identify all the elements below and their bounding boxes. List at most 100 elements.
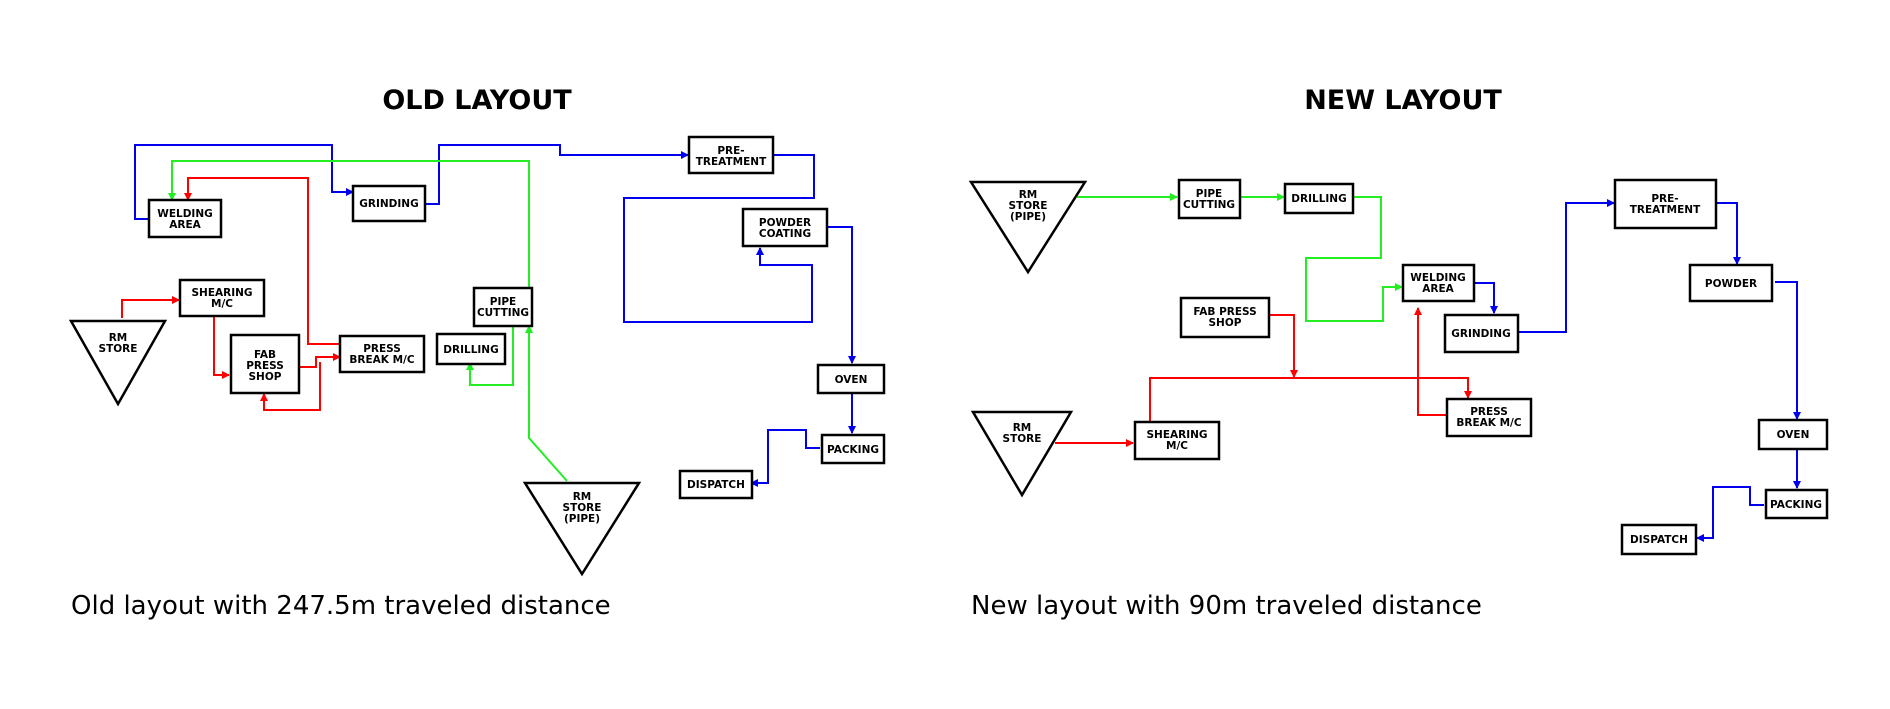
new-node-pretreatment — [1613, 178, 1718, 230]
old-label-dispatch: DISPATCH — [687, 479, 745, 491]
new-label-rmstore-l1: RM — [1013, 422, 1032, 434]
old-flow-welding-to-grinding — [134, 144, 354, 220]
old-label-oven: OVEN — [835, 374, 868, 386]
old-node-dispatch — [678, 469, 754, 500]
new-node-rm-store — [970, 410, 1074, 498]
new-label-rmpipe-l3: (PIPE) — [1010, 211, 1046, 223]
new-node-pipe-cutting — [1177, 178, 1242, 220]
old-node-rm-store-pipe — [522, 481, 642, 577]
old-flow-pressbreak-to-welding — [184, 177, 340, 345]
new-label-pressbreak-l1: PRESS — [1470, 406, 1508, 418]
new-flow-welding-to-grinding — [1474, 282, 1498, 314]
new-label-fabpress-l2: SHOP — [1209, 317, 1242, 329]
old-label-powder-l2: COATING — [759, 228, 811, 240]
new-flow-pressbreak-to-welding — [1414, 307, 1446, 416]
old-label-rmstore-l1: RM — [109, 332, 128, 344]
new-layout: NEW LAYOUT RM STORE (PIPE) P — [968, 85, 1829, 621]
old-label-rmpipe-l1: RM — [573, 491, 592, 503]
new-node-grinding — [1443, 313, 1520, 354]
new-label-oven: OVEN — [1777, 429, 1810, 441]
old-node-grinding — [351, 184, 427, 223]
new-node-powder — [1688, 263, 1774, 303]
new-label-rmpipe-l2: STORE — [1009, 200, 1048, 212]
new-label-grinding: GRINDING — [1451, 328, 1510, 340]
old-node-press-break-mc — [338, 334, 426, 374]
old-label-pretreatment-l1: PRE- — [717, 145, 744, 157]
new-label-pipecutting-l1: PIPE — [1196, 188, 1222, 200]
old-flow-rmstore-to-shearing — [121, 296, 180, 318]
new-node-rm-store-pipe — [968, 180, 1088, 275]
new-node-fab-press-shop — [1179, 296, 1271, 339]
old-label-rmpipe-l2: STORE — [563, 502, 602, 514]
new-flow-fabpress-to-trunk — [1269, 314, 1298, 378]
old-node-drilling — [435, 332, 507, 366]
new-node-press-break-mc — [1445, 397, 1533, 438]
old-label-pressbreak-l1: PRESS — [363, 343, 401, 355]
new-flow-shearing-to-pressbreak — [1149, 377, 1472, 422]
old-label-shearing-l2: M/C — [211, 298, 233, 310]
new-green-flows — [1077, 193, 1403, 322]
old-label-powder-l1: POWDER — [759, 217, 811, 229]
old-label-drilling: DRILLING — [443, 344, 498, 356]
old-label-fabpress-l1: FAB — [254, 349, 276, 361]
new-label-pretreatment-l1: PRE- — [1651, 193, 1678, 205]
old-red-flows — [121, 177, 341, 411]
old-node-packing — [820, 433, 886, 465]
old-label-welding-l2: AREA — [169, 219, 201, 231]
old-flow-grinding-to-pretreatment — [425, 144, 689, 205]
new-label-welding-l1: WELDING — [1410, 272, 1465, 284]
new-flow-grinding-to-pretreatment — [1518, 199, 1615, 333]
old-label-welding-l1: WELDING — [157, 208, 212, 220]
old-layout-title: OLD LAYOUT — [382, 85, 572, 116]
old-label-fabpress-l3: SHOP — [249, 371, 282, 383]
old-node-welding-area — [147, 198, 223, 239]
new-label-powder: POWDER — [1705, 278, 1757, 290]
old-flow-pipecutting-to-welding — [168, 160, 530, 288]
old-blue-flows — [134, 144, 856, 487]
old-node-powder-coating — [741, 207, 829, 248]
old-label-pipecutting-l2: CUTTING — [477, 307, 529, 319]
old-flow-fabpress-to-pressbreak — [297, 353, 341, 368]
old-node-fab-press-shop — [229, 333, 301, 395]
old-flow-pretreatment-to-powder — [623, 154, 815, 323]
new-layout-title: NEW LAYOUT — [1304, 85, 1502, 116]
old-flow-rmpipe-to-pipecutting — [525, 325, 568, 482]
old-label-pretreatment-l2: TREATMENT — [696, 156, 767, 168]
old-flow-packing-to-dispatch — [750, 429, 820, 487]
old-node-pretreatment — [687, 135, 775, 175]
old-label-grinding: GRINDING — [359, 198, 418, 210]
old-label-shearing-l1: SHEARING — [191, 287, 252, 299]
new-label-shearing-l2: M/C — [1166, 440, 1188, 452]
old-label-fabpress-l2: PRESS — [246, 360, 284, 372]
old-label-rmpipe-l3: (PIPE) — [564, 513, 600, 525]
old-flow-powder-to-oven — [827, 226, 856, 364]
old-node-oven — [816, 363, 886, 395]
new-node-oven — [1757, 418, 1829, 451]
new-label-rmpipe-l1: RM — [1019, 189, 1038, 201]
new-label-pipecutting-l2: CUTTING — [1183, 199, 1235, 211]
new-label-dispatch: DISPATCH — [1630, 534, 1688, 546]
new-flow-powder-to-oven — [1775, 281, 1801, 420]
old-label-rmstore-l2: STORE — [99, 343, 138, 355]
new-layout-caption: New layout with 90m traveled distance — [971, 591, 1482, 621]
old-green-flows — [168, 160, 568, 482]
new-node-dispatch — [1620, 523, 1698, 556]
old-node-shearing-mc — [178, 278, 266, 318]
old-node-pipe-cutting — [472, 286, 534, 328]
new-label-packing: PACKING — [1770, 499, 1822, 511]
old-flow-pressbreak-to-fabpress — [260, 362, 321, 411]
old-label-pressbreak-l2: BREAK M/C — [349, 354, 414, 366]
new-red-flows — [1055, 307, 1472, 447]
new-node-shearing-mc — [1133, 420, 1221, 461]
new-flow-drilling-to-welding — [1305, 196, 1403, 322]
new-node-welding-area — [1401, 263, 1476, 303]
new-blue-flows — [1474, 199, 1801, 542]
old-flow-pipecutting-to-drilling — [466, 326, 514, 386]
new-label-rmstore-l2: STORE — [1003, 433, 1042, 445]
new-label-pretreatment-l2: TREATMENT — [1630, 204, 1701, 216]
old-label-packing: PACKING — [827, 444, 879, 456]
old-layout-caption: Old layout with 247.5m traveled distance — [71, 591, 611, 621]
old-label-pipecutting-l1: PIPE — [490, 296, 516, 308]
new-label-drilling: DRILLING — [1291, 193, 1346, 205]
